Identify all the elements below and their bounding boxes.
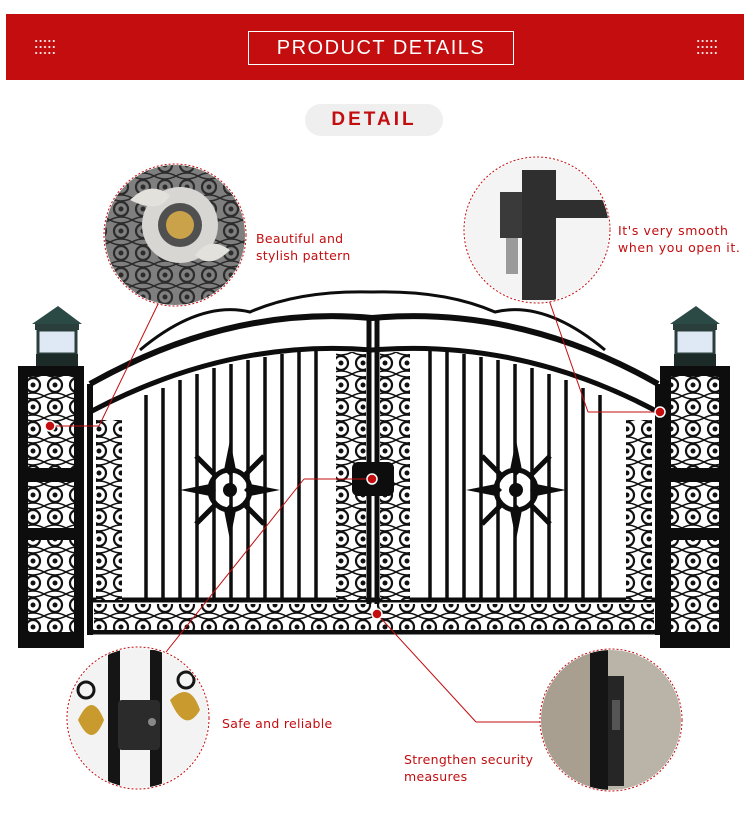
callout-pattern-line1: Beautiful and xyxy=(256,231,344,246)
section-label: DETAIL xyxy=(305,104,443,136)
detail-photo-lock xyxy=(66,646,210,790)
right-pillar xyxy=(660,366,730,648)
medallion-left xyxy=(180,440,280,540)
detail-photo-hinge xyxy=(463,156,611,304)
callout-hinge-text: It's very smooth when you open it. xyxy=(618,222,740,256)
detail-photo-bolt xyxy=(539,648,683,792)
callout-dots xyxy=(44,406,666,620)
dots-ornament-right xyxy=(696,38,718,56)
callout-lock-line1: Safe and reliable xyxy=(222,716,333,731)
callout-bolt-line1: Strengthen security xyxy=(404,752,534,767)
callout-lines xyxy=(50,299,660,723)
header-banner: PRODUCT DETAILS xyxy=(6,14,744,80)
right-lamp-icon xyxy=(670,306,720,366)
callout-bolt-text: Strengthen security measures xyxy=(404,751,533,785)
callout-pattern-text: Beautiful and stylish pattern xyxy=(256,230,351,264)
page-title: PRODUCT DETAILS xyxy=(248,31,514,65)
left-lamp-icon xyxy=(32,306,82,366)
scroll-panel xyxy=(96,420,122,600)
callout-lock-text: Safe and reliable xyxy=(222,715,333,732)
medallion-right xyxy=(466,440,566,540)
callout-bolt-line2: measures xyxy=(404,769,468,784)
left-pillar xyxy=(18,366,84,648)
detail-photo-pattern xyxy=(103,163,247,307)
dots-ornament-left xyxy=(34,38,56,56)
scroll-panel xyxy=(626,420,652,600)
gate-frame xyxy=(87,290,661,635)
callout-hinge-line2: when you open it. xyxy=(618,240,741,255)
callout-pattern-line2: stylish pattern xyxy=(256,248,351,263)
gate-bars xyxy=(144,351,602,600)
callout-hinge-line1: It's very smooth xyxy=(618,223,729,238)
